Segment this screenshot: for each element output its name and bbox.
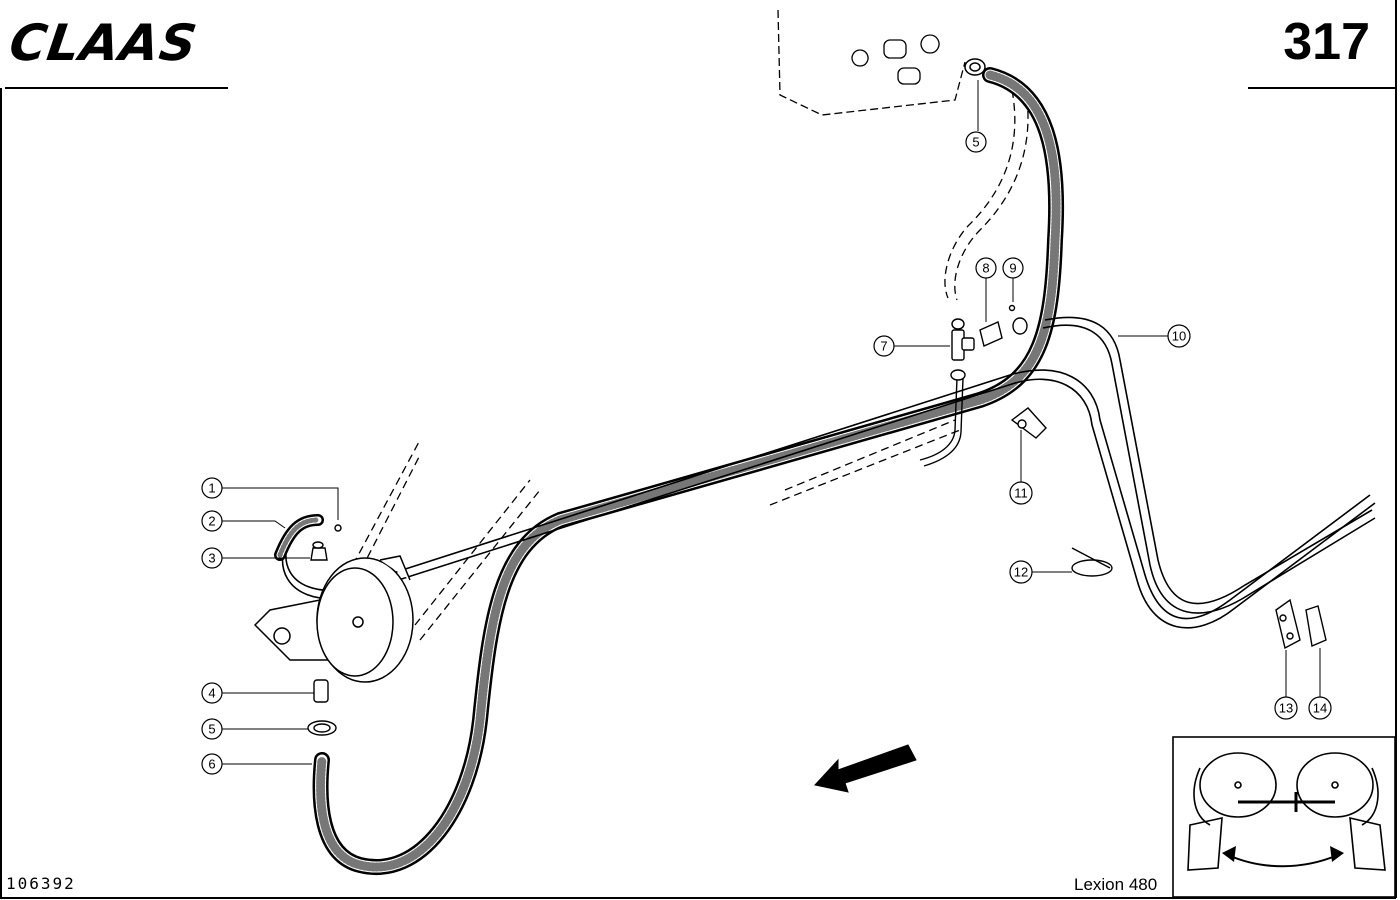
callout-5: 5 xyxy=(201,718,223,740)
main-return-hose xyxy=(312,67,1065,875)
svg-text:3: 3 xyxy=(208,551,215,566)
callout-11: 11 xyxy=(1009,481,1033,505)
pipe-clip xyxy=(1010,407,1047,439)
clamp-halves xyxy=(1275,598,1327,650)
svg-text:11: 11 xyxy=(1014,486,1028,501)
callout-12: 12 xyxy=(1009,560,1033,584)
page-number: 317 xyxy=(1283,13,1370,71)
callout-9: 9 xyxy=(1002,257,1024,279)
callout-2: 2 xyxy=(201,510,223,532)
svg-text:5: 5 xyxy=(972,135,979,150)
tee-fitting xyxy=(919,318,975,467)
callout-1: 1 xyxy=(201,477,223,499)
svg-text:1: 1 xyxy=(208,481,215,496)
callout-7: 7 xyxy=(873,335,895,357)
callout-5-top: 5 xyxy=(965,131,987,153)
callout-10: 10 xyxy=(1167,324,1191,348)
pressure-pipe xyxy=(281,316,1376,629)
callout-13: 13 xyxy=(1274,696,1298,720)
top-hose-clamp xyxy=(964,58,986,76)
callout-8: 8 xyxy=(975,257,997,279)
inset-arrowheads xyxy=(1222,846,1344,862)
drawing-number: 106392 xyxy=(6,874,76,893)
svg-text:5: 5 xyxy=(208,722,215,737)
svg-text:10: 10 xyxy=(1172,329,1186,344)
inset-detail xyxy=(1172,736,1396,898)
svg-text:12: 12 xyxy=(1014,565,1028,580)
svg-text:7: 7 xyxy=(880,339,887,354)
cable-tie xyxy=(1071,547,1113,577)
small-fittings xyxy=(307,524,342,736)
svg-text:13: 13 xyxy=(1279,701,1293,716)
callout-4: 4 xyxy=(201,682,223,704)
travel-direction-arrow xyxy=(814,744,917,793)
callout-14: 14 xyxy=(1308,696,1332,720)
pump-assembly xyxy=(253,555,414,683)
suction-hose xyxy=(274,514,324,561)
svg-text:4: 4 xyxy=(208,686,215,701)
alternative-route-dashed xyxy=(309,84,1029,651)
svg-text:9: 9 xyxy=(1009,261,1016,276)
callout-6: 6 xyxy=(201,753,223,775)
callout-leaders xyxy=(222,80,1321,765)
svg-text:6: 6 xyxy=(208,757,215,772)
svg-text:8: 8 xyxy=(982,261,989,276)
callout-3: 3 xyxy=(201,547,223,569)
model-label: Lexion 480 xyxy=(1074,875,1158,894)
svg-text:14: 14 xyxy=(1313,701,1327,716)
adapter-fitting xyxy=(979,304,1028,347)
svg-text:2: 2 xyxy=(208,514,215,529)
machine-body-outline xyxy=(777,9,966,116)
